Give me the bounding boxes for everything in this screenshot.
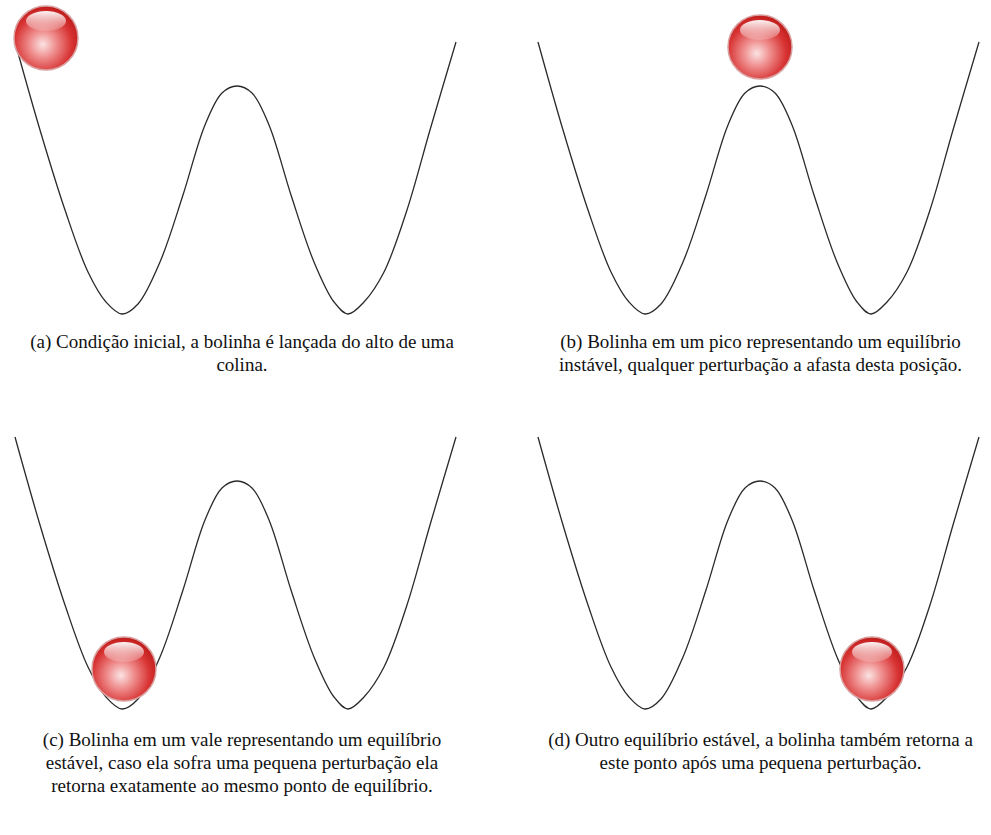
caption: (c) Bolinha em um vale representando um … [22,728,462,797]
double-well-curve [538,42,979,314]
ball-shine [26,11,66,31]
ball-body [14,6,78,70]
ball [840,637,904,701]
ball [92,637,156,701]
caption: (a) Condição inicial, a bolinha é lançad… [22,330,462,376]
ball-body [728,15,792,79]
caption: (b) Bolinha em um pico representando um … [548,330,973,376]
ball [728,15,792,79]
ball-shine [740,20,780,40]
ball-body [840,637,904,701]
double-well-curve [15,437,456,709]
ball-shine [104,642,144,662]
double-well-curve [538,437,979,709]
ball-shine [852,642,892,662]
ball-body [92,637,156,701]
ball [14,6,78,70]
double-well-curve [15,42,456,314]
caption: (d) Outro equilíbrio estável, a bolinha … [548,728,973,774]
